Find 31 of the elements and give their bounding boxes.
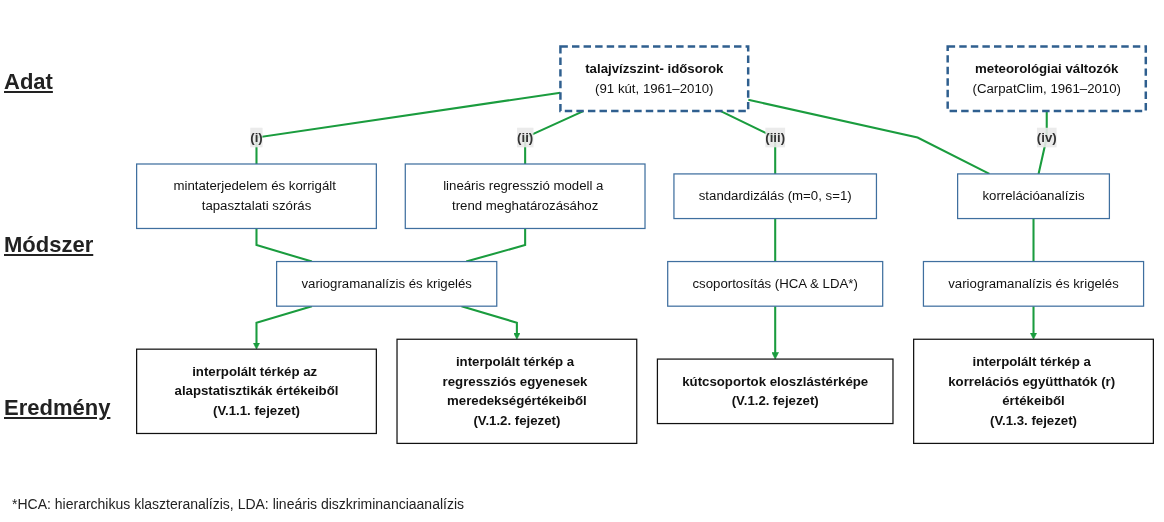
row-heading: Adat [4, 68, 54, 95]
node-box: talajvízszint- idősorok (91 kút, 1961–2010) [559, 45, 750, 113]
edge-label: (ii) [517, 130, 534, 145]
node-box: mintaterjedelem és korrigált tapasztalati szórás [136, 163, 377, 230]
connector [1032, 218, 1035, 262]
edge-label: (iii) [765, 130, 786, 145]
connector [774, 218, 777, 262]
row-heading: Eredmény [4, 395, 112, 422]
node-box: korrelációanalízis [957, 173, 1110, 220]
node-box: variogramanalízis és krigelés [922, 260, 1145, 307]
arrow [1029, 306, 1038, 340]
connector [255, 228, 313, 263]
node-box: variogramanalízis és krigelés [276, 260, 498, 307]
connector [1037, 111, 1048, 175]
node-box: csoportosítás (HCA & LDA*) [667, 260, 884, 307]
connector [255, 91, 561, 164]
arrow [252, 305, 313, 350]
arrow [771, 306, 779, 360]
node-box: meteorológiai változók (CarpatClim, 1961–2010) [946, 45, 1148, 113]
connector [465, 228, 527, 263]
node-box: standardizálás (m=0, s=1) [673, 173, 878, 220]
node-box: lineáris regresszió modell a trend meghatározásához [404, 163, 646, 230]
edge-label: (iv) [1036, 130, 1057, 145]
arrow [461, 305, 521, 340]
footnote: *HCA: hierarchikus klaszteranalízis, LDA: lineáris diszkriminanciaanalízis [12, 496, 465, 512]
node-box: interpolált térkép a regressziós egyenesek meredekségértékeiből (V.1.2. fejezet) [396, 338, 638, 444]
node-box: kútcsoportok eloszlástérképe (V.1.2. fejezet) [656, 358, 894, 425]
node-box: interpolált térkép az alapstatisztikák értékeiből (V.1.1. fejezet) [136, 348, 377, 435]
edge-label: (i) [250, 130, 263, 145]
node-box: interpolált térkép a korrelációs együtthatók (r) értékeiből (V.1.3. fejezet) [913, 338, 1154, 444]
row-heading: Módszer [4, 232, 95, 258]
